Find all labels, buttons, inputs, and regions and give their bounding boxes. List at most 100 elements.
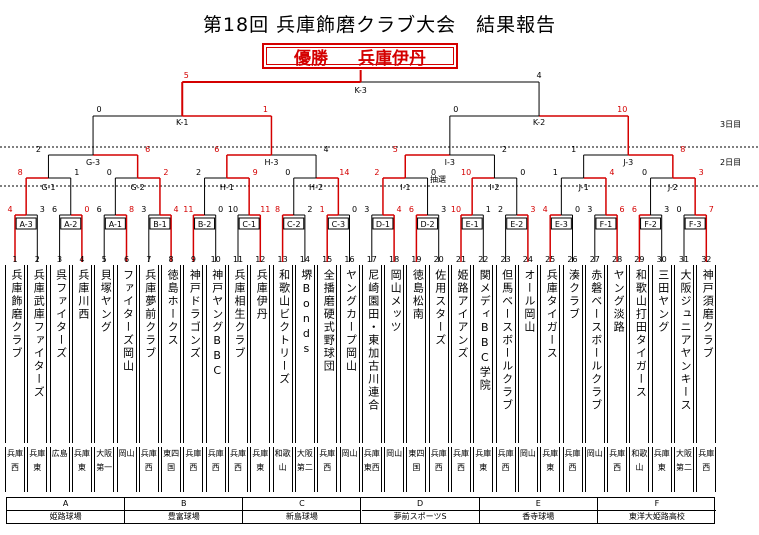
score-right: 2 — [502, 145, 507, 154]
team-column: 関メディBBC学院 — [473, 265, 494, 443]
score-left: 0 — [97, 105, 102, 114]
team-number: 16 — [344, 255, 354, 264]
score-left: 6 — [632, 205, 637, 214]
team-region: 兵庫東 — [651, 447, 672, 492]
match-box — [194, 217, 216, 230]
match-label: I-3 — [445, 158, 455, 167]
venue-name: 夢前スポーツS — [393, 512, 447, 521]
team-column: ファイターズ岡山 — [116, 265, 137, 443]
team-number: 2 — [35, 255, 40, 264]
score-left: 6 — [409, 205, 414, 214]
match-box — [506, 217, 528, 230]
score-left: 2 — [498, 205, 503, 214]
team-number: 24 — [523, 255, 533, 264]
match-label: H-3 — [264, 158, 278, 167]
team-name: 神戸ドラゴンズ — [188, 269, 202, 360]
team-name: ヤングカープ岡山 — [344, 269, 358, 373]
venue-name: 新島球場 — [285, 512, 318, 521]
team-name: 赤磐ベースボールクラブ — [589, 269, 603, 412]
team-region: 兵庫西 — [696, 447, 717, 492]
match-label: C-3 — [332, 220, 346, 229]
team-number: 31 — [679, 255, 689, 264]
team-column: 湊クラブ — [562, 265, 583, 443]
team-name: 堺Bonds — [299, 269, 313, 357]
day2-label: 2日目 — [720, 158, 742, 167]
match-box — [60, 217, 82, 230]
team-name: ヤング淡路 — [612, 269, 626, 334]
team-column: 兵庫伊丹 — [250, 265, 271, 443]
team-region: 岡山 — [517, 447, 538, 492]
team-name: 兵庫伊丹 — [255, 269, 269, 321]
score-left: 6 — [52, 205, 57, 214]
team-region: 兵庫西 — [607, 447, 628, 492]
score-right: 0 — [575, 205, 580, 214]
team-column: 兵庫タイガース — [540, 265, 561, 443]
team-name: 徳島松南 — [411, 269, 425, 321]
match-label: F-1 — [600, 220, 613, 229]
team-number: 23 — [501, 255, 511, 264]
match-label: K-2 — [533, 118, 545, 127]
venue-name: 姫路球場 — [49, 512, 82, 521]
team-column: 三田ヤング — [651, 265, 672, 443]
team-name: 神戸ヤングBBC — [210, 269, 224, 379]
score-right: 14 — [339, 168, 349, 177]
match-box — [327, 217, 349, 230]
score-left: 0 — [676, 205, 681, 214]
match-label: F-3 — [689, 220, 702, 229]
winner-team: 兵庫伊丹 — [358, 48, 426, 69]
team-column: 和歌山打田タイガース — [629, 265, 650, 443]
team-region: 兵庫西 — [562, 447, 583, 492]
team-column: 但馬ベースボールクラブ — [495, 265, 516, 443]
team-region: 兵庫西 — [228, 447, 248, 492]
team-name: 佐用スターズ — [433, 269, 447, 347]
score-right: 3 — [530, 205, 535, 214]
score-right: 0 — [218, 205, 223, 214]
match-box — [684, 217, 706, 230]
team-name: 但馬ベースボールクラブ — [500, 269, 514, 412]
team-region: 東四国 — [406, 447, 427, 492]
team-number: 9 — [191, 255, 196, 264]
score-left: 8 — [275, 205, 280, 214]
team-name: 和歌山打田タイガース — [634, 269, 648, 399]
team-region: 和歌山 — [629, 447, 650, 492]
match-label: C-1 — [242, 220, 256, 229]
score-right: 0 — [520, 168, 525, 177]
score-left: 4 — [7, 205, 12, 214]
match-label: E-3 — [555, 220, 568, 229]
team-number: 7 — [146, 255, 151, 264]
team-column: 佐用スターズ — [428, 265, 449, 443]
match-box — [417, 217, 439, 230]
team-number: 15 — [322, 255, 332, 264]
team-name: 兵庫飾磨クラブ — [10, 269, 23, 360]
score-right: 1 — [74, 168, 79, 177]
match-box — [238, 217, 260, 230]
team-number: 26 — [567, 255, 577, 264]
team-number: 11 — [233, 255, 243, 264]
team-number: 30 — [657, 255, 667, 264]
team-region: 兵庫西 — [205, 447, 226, 492]
score-right: 4 — [174, 205, 179, 214]
team-number: 4 — [79, 255, 84, 264]
team-name: 和歌山ビクトリーズ — [277, 269, 291, 386]
team-number: 28 — [612, 255, 622, 264]
score-right: 1 — [263, 105, 268, 114]
score-left: 2 — [374, 168, 379, 177]
team-region: 兵庫西 — [317, 447, 338, 492]
team-number: 18 — [389, 255, 399, 264]
score-right: 3 — [441, 205, 446, 214]
team-column: 神戸ドラゴンズ — [183, 265, 204, 443]
team-number: 14 — [300, 255, 310, 264]
team-column: 神戸須磨クラブ — [696, 265, 717, 443]
team-number: 8 — [169, 255, 174, 264]
score-left: 10 — [451, 205, 461, 214]
team-name: 兵庫タイガース — [545, 269, 559, 360]
venue-code: D — [361, 498, 479, 511]
score-right: 3 — [699, 168, 704, 177]
score-left: 1 — [571, 145, 576, 154]
team-column: 堺Bonds — [294, 265, 315, 443]
score-right: 4 — [609, 168, 614, 177]
team-column: 兵庫飾磨クラブ — [5, 265, 25, 443]
team-column: ヤング淡路 — [607, 265, 628, 443]
